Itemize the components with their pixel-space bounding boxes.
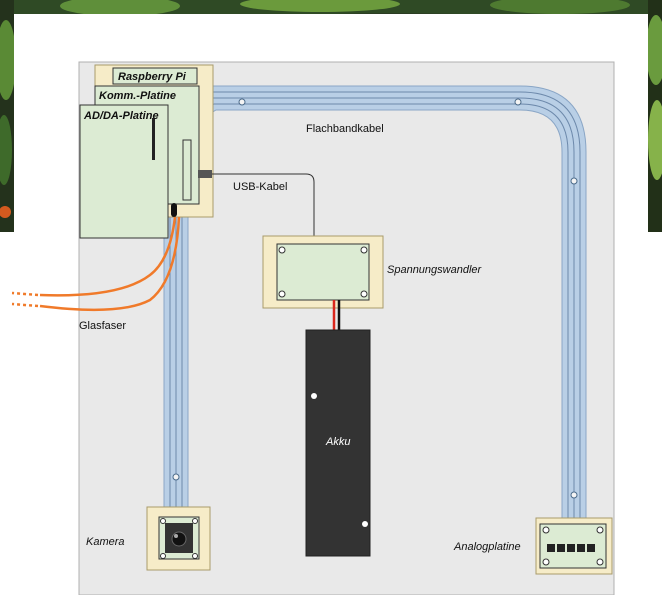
label-kamera: Kamera	[86, 536, 125, 548]
label-analogplatine: Analogplatine	[453, 541, 521, 553]
analog-board	[536, 518, 612, 574]
label-glasfaser: Glasfaser	[79, 320, 126, 332]
label-raspberry-pi: Raspberry Pi	[118, 71, 187, 83]
label-komm-platine: Komm.-Platine	[99, 90, 176, 102]
label-akku: Akku	[325, 436, 350, 448]
label-usb-kabel: USB-Kabel	[233, 181, 287, 193]
camera-module	[147, 507, 210, 570]
fiber-port	[171, 203, 177, 217]
label-ad-da-platine: AD/DA-Platine	[83, 110, 159, 122]
voltage-converter	[263, 236, 383, 308]
label-spannungswandler: Spannungswandler	[387, 264, 483, 276]
label-flachbandkabel: Flachbandkabel	[306, 123, 384, 135]
